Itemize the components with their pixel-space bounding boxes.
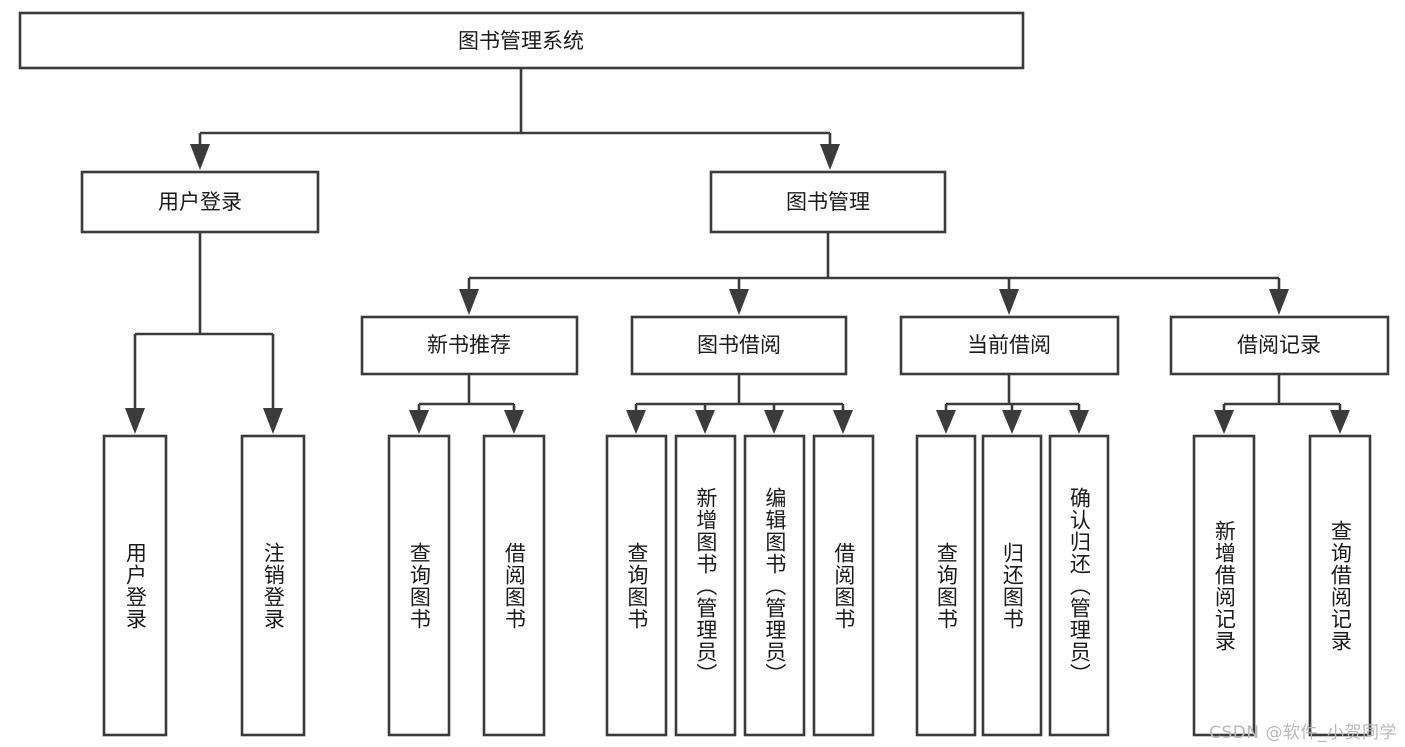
node-box-book-borrow[interactable] — [630, 315, 848, 376]
label-leaf-return-book: 归还图书 — [1000, 541, 1025, 630]
connector-book-manage-bus — [467, 232, 1281, 291]
connector-book-borrow-bus — [634, 374, 845, 412]
node-box-leaf-add-record[interactable] — [1192, 434, 1256, 737]
node-box-borrow-record[interactable] — [1169, 315, 1390, 376]
node-box-leaf-borrow-book-1[interactable] — [482, 434, 546, 737]
arrow-head-leaf-confirm-return — [1069, 410, 1089, 434]
arrow-head-leaf-return-book — [1002, 410, 1022, 434]
label-book-manage: 图书管理 — [786, 190, 870, 214]
arrow-head-leaf-add-book — [695, 410, 715, 434]
label-leaf-user-login: 用户登录 — [123, 541, 148, 630]
connector-borrow-record-bus — [1222, 374, 1342, 412]
arrow-head-book-borrow — [729, 289, 749, 315]
connector-root-bus — [198, 68, 832, 146]
label-book-borrow: 图书借阅 — [697, 333, 781, 357]
label-leaf-query-book-2: 查询图书 — [624, 541, 649, 630]
arrow-head-user-login — [190, 144, 210, 170]
connector-new-book-rec-bus — [417, 374, 516, 412]
label-leaf-add-book: 新增图书（管理员） — [693, 486, 718, 685]
label-leaf-add-record: 新增借阅记录 — [1212, 519, 1237, 652]
csdn-watermark: CSDN @软件_小贺同学 — [1209, 723, 1397, 743]
label-leaf-logout: 注销登录 — [261, 541, 286, 630]
arrow-head-leaf-query-book-2 — [626, 410, 646, 434]
node-box-leaf-user-login[interactable] — [102, 434, 168, 737]
arrow-head-leaf-query-book-3 — [936, 410, 956, 434]
node-box-leaf-query-book-3[interactable] — [915, 434, 977, 737]
arrow-head-leaf-edit-book — [764, 410, 784, 434]
connector-user-login-bus — [133, 232, 275, 410]
label-leaf-borrow-book-1: 借阅图书 — [502, 541, 527, 630]
label-leaf-query-record: 查询借阅记录 — [1328, 519, 1353, 652]
label-leaf-confirm-return: 确认归还（管理员） — [1067, 486, 1092, 685]
arrow-head-leaf-user-login — [125, 408, 145, 434]
arrow-head-book-manage — [820, 144, 840, 170]
node-box-leaf-borrow-book-2[interactable] — [812, 434, 875, 737]
node-box-leaf-add-book[interactable] — [674, 434, 737, 737]
arrow-head-leaf-borrow-book-1 — [504, 410, 524, 434]
node-box-new-book-rec[interactable] — [360, 315, 579, 376]
node-box-current-borrow[interactable] — [899, 315, 1120, 376]
node-box-book-manage[interactable] — [709, 170, 947, 234]
label-user-login: 用户登录 — [158, 190, 242, 214]
label-new-book-rec: 新书推荐 — [427, 333, 511, 357]
connector-current-borrow-bus — [944, 374, 1081, 412]
node-box-leaf-query-record[interactable] — [1308, 434, 1372, 737]
arrow-head-leaf-query-record — [1330, 410, 1350, 434]
arrow-head-leaf-borrow-book-2 — [833, 410, 853, 434]
label-leaf-borrow-book-2: 借阅图书 — [831, 541, 856, 630]
arrow-head-new-book-rec — [459, 289, 479, 315]
label-leaf-query-book-3: 查询图书 — [934, 541, 959, 630]
node-box-root[interactable] — [18, 11, 1025, 70]
node-box-leaf-logout[interactable] — [240, 434, 306, 737]
arrow-head-current-borrow — [999, 289, 1019, 315]
node-box-leaf-query-book-2[interactable] — [605, 434, 668, 737]
arrow-head-leaf-add-record — [1214, 410, 1234, 434]
arrow-head-borrow-record — [1269, 289, 1289, 315]
label-borrow-record: 借阅记录 — [1237, 333, 1321, 357]
arrow-head-leaf-logout — [263, 408, 283, 434]
arrow-head-leaf-query-book-1 — [409, 410, 429, 434]
label-leaf-query-book-1: 查询图书 — [407, 541, 432, 630]
node-box-leaf-confirm-return[interactable] — [1048, 434, 1110, 737]
label-leaf-edit-book: 编辑图书（管理员） — [762, 486, 787, 685]
node-box-leaf-return-book[interactable] — [981, 434, 1043, 737]
label-current-borrow: 当前借阅 — [967, 333, 1051, 357]
node-box-user-login[interactable] — [80, 170, 320, 234]
node-box-leaf-query-book-1[interactable] — [387, 434, 451, 737]
node-box-leaf-edit-book[interactable] — [743, 434, 806, 737]
label-root: 图书管理系统 — [458, 29, 584, 53]
